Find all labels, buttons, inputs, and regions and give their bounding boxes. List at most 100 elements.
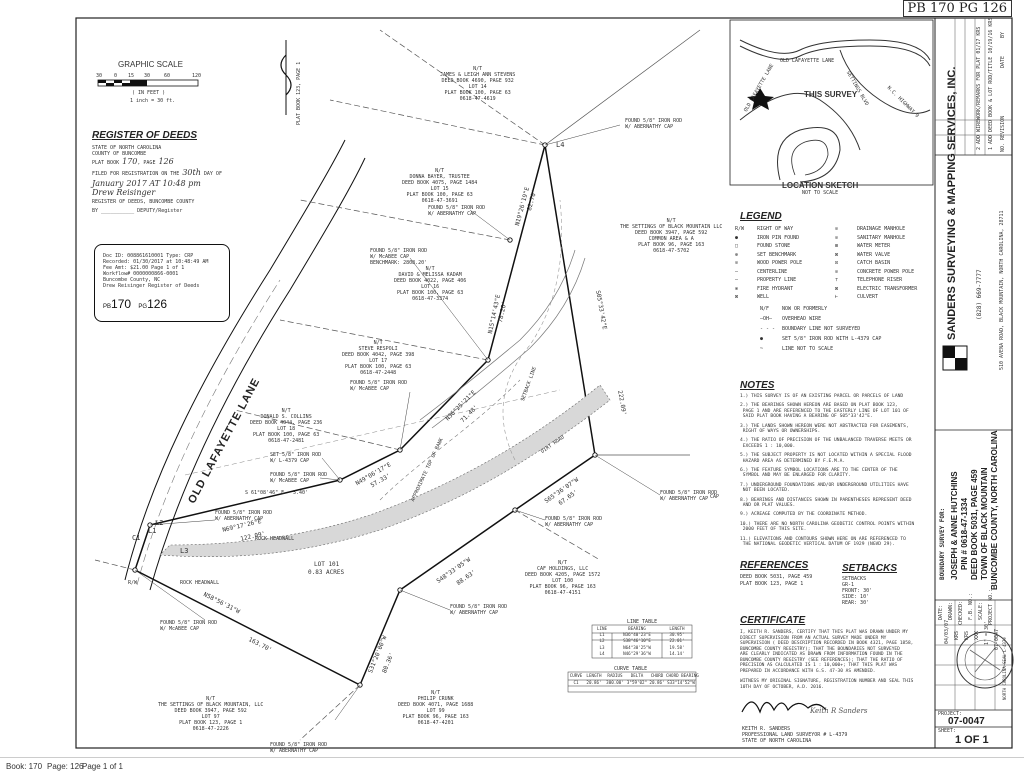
surveyor-signature-text: Keith R Sanders (810, 707, 868, 715)
sheet-label: SHEET: (938, 728, 957, 734)
legend-item: ⊙CONCRETE POWER POLE (835, 269, 914, 275)
iron-rod-callout: FOUND 5/8" IRON ROD W/ McABEE CAP BENCHM… (370, 248, 428, 266)
legend-item: ~LINE NOT TO SCALE (760, 346, 833, 352)
distance-label: 5.40' (293, 490, 309, 496)
surveyor-signature (741, 701, 827, 714)
setbacks-title: SETBACKS (842, 563, 898, 574)
legend-symbol: ⊙ (835, 226, 839, 232)
note-item: 11.) ELEVATIONS AND CONTOURS SHOWN HERE … (740, 536, 906, 547)
recording-line: Fee Amt: $21.00 Page 1 of 1 (103, 265, 185, 271)
table-cell: 22.01' (669, 638, 685, 644)
references-title: REFERENCES (740, 560, 809, 571)
line-curve-table-grid (567, 624, 697, 693)
certificate-signer: KEITH R. SANDERS PROFESSIONAL LAND SURVE… (742, 726, 848, 744)
sheet-number: 1 OF 1 (955, 734, 989, 746)
project-value: 07-0047 (994, 628, 1000, 650)
register-date-line: January 2017 AT 10:48 pm (92, 179, 201, 188)
footer-page: Page: 126 (47, 762, 84, 771)
sheet-border (75, 17, 1013, 749)
scale-label: SCALE: (978, 601, 984, 620)
note-item: 7.) UNDERGROUND FOUNDATIONS AND/OR UNDER… (740, 482, 909, 494)
iron-rod-callout: FOUND 5/8" IRON ROD W/ ABERNATHY CAP (660, 490, 718, 502)
legend-item: ⊠ELECTRIC TRANSFORMER (835, 286, 917, 292)
note-item: 2.) THE BEARINGS SHOWN HEREON ARE BASED … (740, 403, 909, 420)
parcel-label: N/T THE SETTINGS OF BLACK MOUNTAIN LLC D… (620, 218, 723, 254)
table-cell: N36°40'23"E (623, 632, 651, 638)
table-header-cell: RADIUS (607, 673, 623, 678)
legend-label: RIGHT OF WAY (757, 226, 794, 232)
iron-rod-callout: FOUND 5/8" IRON ROD W/ ABERNATHY CAP (625, 118, 683, 130)
rock-headwall-label: ROCK HEADWALL (180, 580, 220, 586)
note-item: 8.) BEARINGS AND DISTANCES SHOWN IN PARE… (740, 497, 912, 508)
recording-line: Recorded: 01/30/2017 at 10:48:49 AM (103, 259, 209, 265)
sketch-this-survey: THIS SURVEY (804, 90, 858, 99)
firm-phone: (828) 669-7777 (976, 269, 983, 320)
survey-for-label: BOUNDARY SURVEY FOR: (939, 507, 946, 580)
table-cell: 20.86' (649, 679, 665, 685)
register-state: STATE OF NORTH CAROLINA (92, 145, 162, 151)
legend-symbol: ⊙ (735, 260, 739, 266)
table-cell: 3°59'02" (626, 679, 648, 685)
table-cell: 19.58' (669, 644, 685, 650)
drawn-value: KRS (954, 630, 960, 640)
legend-symbol: ⊠ (735, 294, 739, 300)
parcel-label: N/T STEVE RESPOLI DEED BOOK 4042, PAGE 3… (342, 340, 415, 376)
legend-label: WATER VALVE (857, 251, 891, 258)
recording-line: Workflow# 0000000866-0001 (103, 271, 179, 277)
table-header-cell: CURVE (569, 673, 583, 678)
iron-rod-callout: FOUND 5/8" IRON ROD W/ McABEE CAP (160, 620, 218, 632)
legend-symbol: R/W (735, 226, 745, 232)
notes-title: NOTES (740, 380, 775, 391)
parcel-label: N/T CAF HOLDINGS, LLC DEED BOOK 4205, PA… (525, 560, 601, 596)
graphic-scale-tick: 30 (96, 73, 103, 79)
setback-item: SIDE: 10' (842, 594, 870, 600)
legend-symbol: ⊡ (835, 260, 839, 266)
graphic-scale-bar (97, 79, 199, 87)
legend-item: ⊕SET BENCHMARK (735, 252, 796, 258)
legend-symbol: ⊗ (735, 285, 739, 292)
firm-logo (942, 345, 968, 371)
surveyor-seal (956, 631, 1014, 689)
iron-rod-markers (132, 142, 598, 688)
table-cell: S33°14'52"W (667, 679, 695, 685)
dirt-road-driveway (159, 249, 611, 558)
iron-rod-callout: FOUND 5/8" IRON ROD W/ ABERNATHY CAP (450, 604, 508, 616)
setback-item: GR-1 (842, 582, 855, 588)
certificate-title: CERTIFICATE (740, 615, 806, 626)
certificate-text: I, KEITH R. SANDERS, CERTIFY THAT THIS P… (740, 630, 914, 674)
legend-item: ⊙DRAINAGE MANHOLE (835, 226, 905, 232)
reference-item: PLAT BOOK 123, PAGE 1 (740, 581, 804, 587)
legend-symbol: □ (735, 243, 739, 249)
seal-text: NORTH CAROLINA SEAL L-4379 (1002, 637, 1007, 700)
table-cell: 300.00' (606, 679, 624, 685)
legend-item: —PROPERTY LINE (735, 277, 796, 283)
recording-line: Doc ID: 008861610001 Type: CRP (103, 253, 194, 259)
legend-item: ⊡CATCH BASIN (835, 260, 890, 266)
right-of-way-label: R/W (128, 580, 138, 586)
sketch-title: LOCATION SKETCH (782, 181, 859, 190)
legend-symbol: ⊠ (835, 251, 839, 258)
lot-acreage: 0.83 ACRES (308, 569, 345, 576)
revision-row: 2 ADD WIREWORK/REMARKS FOR PLAT 01/17 KR… (976, 26, 982, 150)
line-label: L3 (180, 547, 189, 555)
iron-rod-callout: FOUND 5/8" IRON ROD W/ McABEE CAP (270, 472, 328, 484)
curve-label: C1 (132, 534, 141, 542)
table-header-cell: LENGTH (586, 673, 602, 678)
legend-symbol: — (735, 277, 739, 283)
table-header-cell: LINE (596, 626, 608, 631)
legend-symbol: - - - (760, 326, 776, 332)
legend-label: LINE NOT TO SCALE (782, 346, 834, 352)
register-office: REGISTER OF DEEDS, BUNCOMBE COUNTY (92, 199, 195, 205)
register-by-line: BY ___________ DEPUTY/Register (92, 208, 183, 214)
legend-item: ⊤TELEPHONE RISER (835, 277, 902, 283)
legend-label: IRON PIN FOUND (757, 234, 800, 241)
legend-item: ⊢CULVERT (835, 294, 878, 300)
setback-item: REAR: 30' (842, 600, 870, 606)
date-value: 04/03/07 (944, 619, 950, 644)
county-name: BUNCOMBE COUNTY, NORTH CAROLINA (990, 430, 999, 590)
revision-by-header: BY (1000, 31, 1006, 38)
legend-symbol: ⊠ (835, 285, 839, 292)
table-cell: L1 (599, 632, 605, 638)
fb-value: XXX (974, 630, 980, 640)
plat-linework (75, 17, 1014, 749)
